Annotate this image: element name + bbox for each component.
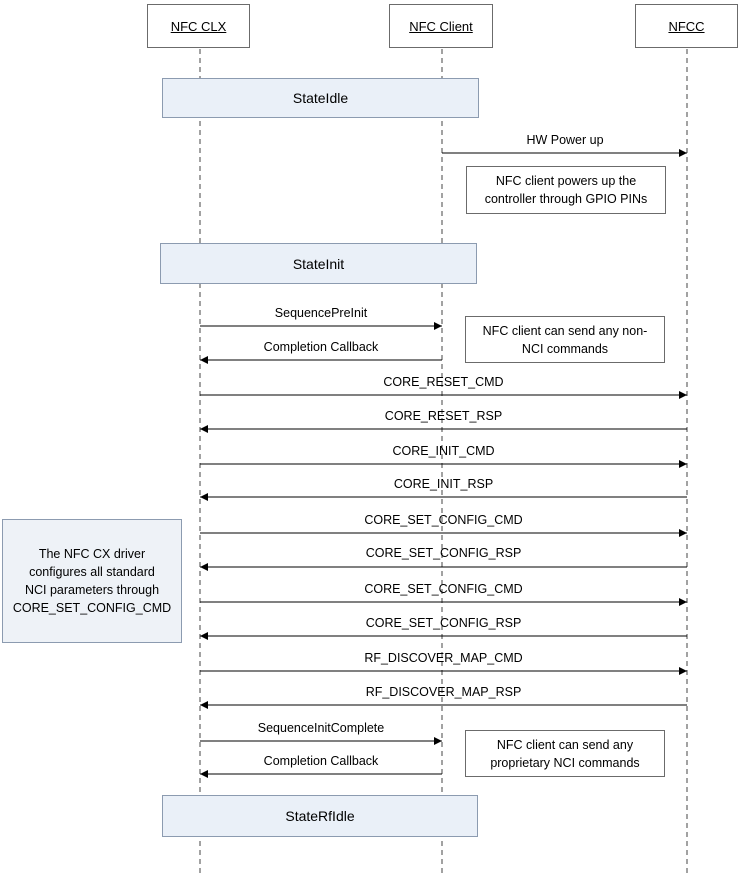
state-rf-idle: StateRfIdle	[162, 795, 478, 837]
message-arrowhead	[434, 737, 442, 745]
message-arrowhead	[434, 322, 442, 330]
state-label: StateIdle	[292, 90, 349, 106]
note-line: The NFC CX driver	[38, 547, 146, 561]
message-arrowhead	[679, 149, 687, 157]
actor-nfcc: NFCC	[635, 4, 738, 48]
note-line: proprietary NCI commands	[490, 755, 640, 770]
message-label: CORE_RESET_CMD	[383, 375, 504, 389]
message-label: CORE_SET_CONFIG_RSP	[365, 616, 522, 630]
message-arrowhead	[679, 460, 687, 468]
message-label: CORE_SET_CONFIG_CMD	[364, 513, 523, 527]
message-label: SequenceInitComplete	[257, 721, 385, 735]
note-line: controller through GPIO PINs	[484, 192, 648, 206]
message-arrowhead	[200, 356, 208, 364]
note-cx-driver-config: The NFC CX driver configures all standard…	[2, 519, 182, 643]
note-line: CORE_SET_CONFIG_CMD	[12, 601, 172, 615]
note-proprietary-nci: NFC client can send any proprietary NCI c…	[465, 730, 665, 777]
note-line: NFC client powers up the	[495, 174, 637, 188]
message-label: SequencePreInit	[274, 306, 368, 320]
message-arrowhead	[200, 563, 208, 571]
message-arrowhead	[679, 667, 687, 675]
message-label: RF_DISCOVER_MAP_RSP	[365, 685, 522, 699]
actor-label: NFC Client	[409, 18, 473, 34]
actor-nfc-client: NFC Client	[389, 4, 493, 48]
message-label: CORE_RESET_RSP	[384, 409, 503, 423]
note-line: NFC client can send any non-	[482, 323, 648, 338]
message-label: Completion Callback	[263, 754, 379, 768]
message-label: Completion Callback	[263, 340, 379, 354]
actor-label: NFCC	[668, 18, 705, 34]
message-label: CORE_INIT_CMD	[392, 444, 495, 458]
message-arrowhead	[200, 701, 208, 709]
note-non-nci: NFC client can send any non- NCI commands	[465, 316, 665, 363]
note-line: NFC client can send any	[496, 737, 634, 752]
note-line: configures all standard	[29, 565, 155, 579]
message-label: CORE_SET_CONFIG_CMD	[364, 582, 523, 596]
message-arrowhead	[679, 598, 687, 606]
note-line: NCI parameters through	[24, 583, 160, 597]
message-arrowhead	[200, 425, 208, 433]
state-init: StateInit	[160, 243, 477, 284]
message-label: CORE_INIT_RSP	[393, 477, 494, 491]
message-arrowhead	[200, 632, 208, 640]
message-label: RF_DISCOVER_MAP_CMD	[364, 651, 523, 665]
note-line: NCI commands	[521, 341, 609, 356]
message-arrowhead	[679, 529, 687, 537]
actor-label: NFC CLX	[170, 18, 227, 34]
state-label: StateInit	[292, 255, 345, 272]
message-label: HW Power up	[526, 133, 604, 147]
message-label: CORE_SET_CONFIG_RSP	[365, 546, 522, 560]
message-arrowhead	[679, 391, 687, 399]
state-idle: StateIdle	[162, 78, 479, 118]
message-arrowhead	[200, 770, 208, 778]
note-power-up: NFC client powers up the controller throu…	[466, 166, 666, 214]
state-label: StateRfIdle	[285, 808, 355, 824]
actor-nfc-clx: NFC CLX	[147, 4, 250, 48]
message-arrowhead	[200, 493, 208, 501]
